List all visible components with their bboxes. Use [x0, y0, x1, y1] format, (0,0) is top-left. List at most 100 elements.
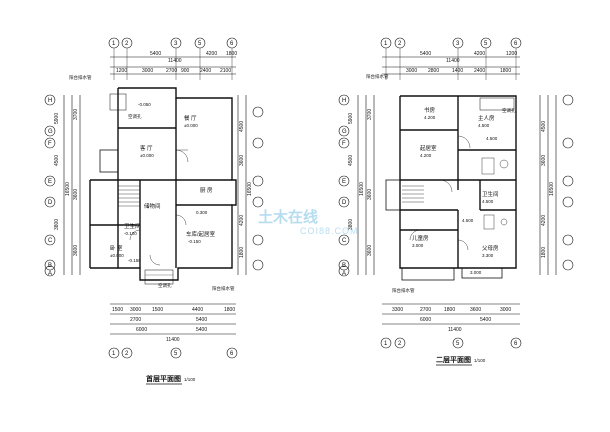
plan-title: 二层平面图 [436, 355, 471, 364]
axis-label: C [342, 238, 347, 244]
dim-label: 3000 [142, 68, 153, 74]
plan-title: 首层平面图 [146, 374, 181, 383]
room-label: 车库/起居室 [186, 230, 216, 238]
dim-label: 2800 [428, 68, 439, 74]
dim-label: 1400 [452, 68, 463, 74]
dim-label: 3300 [392, 307, 403, 313]
axis-label: D [342, 200, 347, 206]
dim-label: 5400 [480, 317, 491, 323]
dim-label: 4500 [239, 121, 245, 132]
watermark-text: 土木在线 [258, 208, 318, 226]
note-label: 阳台排水管 [392, 287, 415, 294]
plan-scale: 1/100 [474, 358, 486, 363]
dim-label: 1800 [500, 68, 511, 74]
dim-label: 1800 [224, 307, 235, 313]
axis-label: G [48, 129, 53, 135]
room-level: 4.200 [420, 153, 432, 158]
dim-label: 3700 [367, 109, 373, 120]
dim-label: 4200 [239, 215, 245, 226]
dim-label: 4500 [541, 121, 547, 132]
dim-label: 1800 [444, 307, 455, 313]
axis-label: 2 [398, 41, 402, 47]
room-label: 厨 房 [200, 186, 213, 194]
room-label: 父母房 [482, 244, 499, 252]
note-label: 空调孔 [502, 107, 516, 114]
dim-label: 2700 [166, 68, 177, 74]
axis-label: 5 [456, 341, 460, 347]
second-floor-walls [399, 95, 517, 269]
dim-label: 11400 [448, 327, 462, 333]
dim-label: 1800 [541, 247, 547, 258]
left-axis-markers [338, 94, 350, 277]
dim-label: 3600 [73, 245, 79, 256]
dim-label: 6000 [420, 317, 431, 323]
axis-label: D [48, 200, 53, 206]
dim-label: 16500 [247, 182, 253, 196]
dim-label: 1500 [152, 307, 163, 313]
axis-label: 2 [125, 351, 129, 357]
dim-label: 11400 [446, 58, 460, 64]
dim-label: 5400 [420, 51, 431, 57]
axis-label: 5 [198, 41, 202, 47]
dim-label: 5400 [150, 51, 161, 57]
dim-label: 1200 [506, 51, 517, 57]
room-label: 起居室 [420, 144, 437, 152]
left-axis-markers [44, 94, 56, 277]
axis-label: E [48, 179, 52, 185]
axis-label: B [48, 263, 52, 269]
first-floor-labels: 1 2 3 5 6 5400 11400 4200 1800 1200 3000… [48, 41, 253, 385]
axis-label: 5 [484, 41, 488, 47]
room-level: ±0.000 [140, 153, 154, 158]
dim-label: 2700 [130, 317, 141, 323]
dim-label: 3600 [541, 155, 547, 166]
dim-label: 4200 [206, 51, 217, 57]
room-level: 3.000 [412, 243, 424, 248]
axis-label: H [342, 98, 346, 104]
room-label: 卧 室 [110, 244, 123, 252]
axis-label: 2 [398, 341, 402, 347]
dim-label: 5400 [196, 327, 207, 333]
first-floor-walls [89, 87, 237, 281]
note-label: 空调孔 [158, 282, 172, 289]
bottom-axis-markers [380, 337, 522, 349]
room-label: 储物间 [144, 202, 161, 210]
dim-label: 4500 [348, 155, 354, 166]
axis-label: 5 [174, 351, 178, 357]
dim-label: 4200 [541, 215, 547, 226]
plan-scale: 1/100 [184, 377, 196, 382]
room-label: 卫生间 [482, 190, 499, 198]
dim-label: 1200 [116, 68, 127, 74]
axis-label: 3 [456, 41, 460, 47]
right-axis-markers [252, 106, 264, 271]
dim-label: 2700 [420, 307, 431, 313]
axis-label: F [342, 141, 346, 147]
level-mark: -0.050 [138, 102, 151, 107]
axis-label: 6 [230, 351, 234, 357]
axis-label: 1 [384, 41, 388, 47]
room-level: ±0.000 [110, 253, 124, 258]
room-level: 4.200 [424, 115, 436, 120]
dim-label: 3800 [348, 219, 354, 230]
axis-label: 2 [125, 41, 129, 47]
room-level: -0.100 [124, 231, 137, 236]
room-level: 4.500 [482, 199, 494, 204]
axis-label: H [48, 98, 52, 104]
axis-label: F [48, 141, 52, 147]
dim-label: 2400 [200, 68, 211, 74]
dim-label: 4500 [54, 155, 60, 166]
dim-label: 3600 [470, 307, 481, 313]
top-axis-markers [380, 37, 522, 49]
axis-label: A [342, 271, 346, 277]
dim-label: 11400 [166, 337, 180, 343]
dim-label: 5400 [196, 317, 207, 323]
axis-label: 6 [514, 41, 518, 47]
room-label: 儿童房 [412, 234, 429, 242]
dim-label: 5900 [348, 113, 354, 124]
dim-label: 900 [181, 68, 190, 74]
dim-label: 4200 [474, 51, 485, 57]
room-label: 书房 [424, 106, 436, 114]
level-mark: -0.150 [128, 258, 141, 263]
axis-label: E [342, 179, 346, 185]
level-mark: 0.300 [196, 210, 208, 215]
axis-label: A [48, 271, 52, 277]
